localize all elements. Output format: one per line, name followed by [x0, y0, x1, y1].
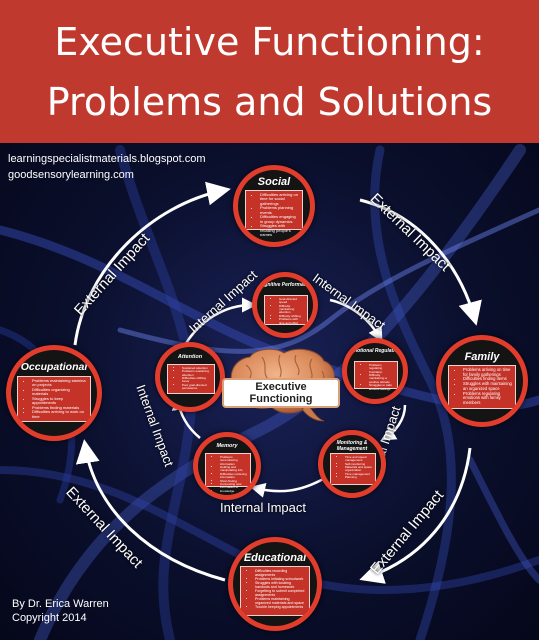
family-list: Problems arriving on time for family gat… — [448, 365, 516, 409]
monitoring-item: Time management — [345, 472, 372, 476]
social-item: Difficulties arriving on time for social… — [260, 192, 299, 206]
family-item: Struggles with maintaining an organized … — [463, 381, 512, 391]
memory-item: Holding and manipulating info — [220, 465, 247, 473]
circle-occupational: Occupational Problems maintaining stamin… — [6, 345, 102, 441]
memory-list: Problems remembering information Holding… — [205, 453, 251, 492]
circle-family: Family Problems arriving on time for fam… — [436, 335, 528, 427]
external-impact-arrows — [73, 181, 482, 584]
emotional-list: Problems regulating frustration Difficul… — [354, 361, 398, 391]
memory-item: Problems remembering information — [220, 455, 247, 466]
circle-social: Social Difficulties arriving on time for… — [233, 165, 315, 247]
attention-title: Attention — [177, 354, 203, 360]
emotional-title: Emotional Regulation — [349, 348, 401, 354]
memory-item: Short-finding — [220, 479, 247, 483]
social-item: Struggles with recalling people's names — [260, 223, 299, 237]
cognitive-item: Problems with time and effort — [279, 318, 304, 325]
social-list: Difficulties arriving on time for social… — [245, 190, 303, 237]
arrow-occupational-to-social — [73, 181, 231, 346]
occupational-item: Problems finding materials — [32, 405, 87, 410]
emotional-item: Struggles to calm anxious feelings — [369, 384, 394, 391]
occupational-item: Struggles to keep appointments — [32, 396, 87, 406]
educational-item: Struggles with locating handouts and hom… — [255, 581, 306, 589]
family-item: Problems regulating emotions with family… — [463, 391, 512, 406]
cognitive-item: Difficulty maintaining attention — [279, 304, 304, 315]
monitoring-item: Self-monitoring — [345, 462, 372, 466]
cognitive-list: Goal-directed speed Difficulty maintaini… — [264, 295, 308, 325]
family-item: Difficulties finding items — [463, 377, 512, 382]
circle-memory: Memory Problems remembering information … — [193, 432, 261, 500]
website-blog: learningspecialistmaterials.blogspot.com — [8, 153, 206, 165]
copyright-credit: Copyright 2014 — [12, 612, 87, 624]
attention-item: Poor goal-directed persistence — [182, 383, 211, 391]
social-item: Difficulties engaging in group dynamics — [260, 215, 299, 224]
circle-attention: Attention Sustained attention Problems s… — [155, 342, 225, 412]
arrow-emotional-to-monitoring — [380, 404, 407, 441]
occupational-item: Difficulties arriving to work on time — [32, 410, 87, 419]
circle-cognitive-performance: Cognitive Performance Goal-directed spee… — [252, 272, 318, 338]
circle-emotional-regulation: Emotional Regulation Problems regulating… — [342, 338, 408, 404]
social-item: Problems planning events — [260, 206, 299, 215]
page-title-line-1: Executive Functioning: — [54, 20, 485, 64]
arrow-monitoring-to-memory — [250, 476, 326, 498]
circle-monitoring-management: Monitoring & Management Time and speed m… — [318, 430, 386, 498]
memory-item: Difficulties retrieving information — [220, 472, 247, 480]
attention-item: Difficulties shifting focus — [182, 376, 211, 384]
author-credit: By Dr. Erica Warren — [12, 598, 109, 610]
memory-title: Memory — [216, 443, 238, 449]
monitoring-item: Planning — [345, 475, 372, 479]
cognitive-item: Goal-directed speed — [279, 297, 304, 305]
educational-item: Forgetting to submit completed assignmen… — [255, 589, 306, 597]
monitoring-item: Materials and space organization — [345, 465, 372, 473]
emotional-item: Difficulty maintaining a positive attitu… — [369, 373, 394, 384]
monitoring-list: Time and speed management Self-monitorin… — [330, 453, 376, 485]
arrow-family-to-educational — [359, 447, 472, 584]
attention-item: Problems sustaining attention — [182, 370, 211, 377]
circle-educational: Educational Difficulties recording assig… — [228, 537, 322, 631]
cognitive-item: Difficulty shifting — [279, 314, 304, 318]
educational-item: Trouble keeping appointments — [255, 605, 306, 609]
title-banner: Executive Functioning: Problems and Solu… — [0, 0, 539, 143]
arrow-educational-to-occupational — [75, 439, 226, 582]
arrow-attention-to-cognitive — [183, 297, 257, 346]
executive-functioning-label: Executive Functioning — [222, 378, 340, 408]
page-title-line-2: Problems and Solutions — [46, 80, 493, 124]
family-item: Problems arriving on time for family gat… — [463, 367, 512, 377]
monitoring-title: Monitoring & Management — [336, 440, 368, 452]
memory-item: Connecting new information to — [220, 482, 247, 490]
label-internal-impact-s: Internal Impact — [220, 500, 306, 515]
website-store: goodsensorylearning.com — [8, 169, 134, 181]
attention-item: Sustained attention — [182, 366, 211, 370]
educational-title: Educational — [243, 552, 307, 564]
arrow-social-to-family — [359, 198, 482, 326]
occupational-item: Problems maintaining stamina on projects — [32, 378, 87, 388]
educational-list: Difficulties recording assignments Probl… — [240, 566, 310, 616]
memory-item: knowledge — [220, 489, 247, 493]
emotional-item: Problems regulating frustration — [369, 363, 394, 374]
cognitive-title: Cognitive Performance — [257, 282, 313, 288]
arrow-cognitive-to-emotional — [329, 298, 383, 343]
educational-item: Problems maintaining organized materials… — [255, 597, 306, 605]
social-title: Social — [257, 176, 291, 188]
family-title: Family — [464, 351, 500, 363]
educational-item: Difficulties recording assignments — [255, 569, 306, 577]
occupational-item: Difficulties organizing materials — [32, 387, 87, 397]
attention-list: Sustained attention Problems sustaining … — [167, 364, 215, 394]
occupational-list: Problems maintaining stamina on projects… — [17, 376, 91, 422]
monitoring-item: Time and speed management — [345, 455, 372, 463]
educational-item: Problems initiating schoolwork — [255, 577, 306, 581]
occupational-title: Occupational — [20, 361, 88, 373]
